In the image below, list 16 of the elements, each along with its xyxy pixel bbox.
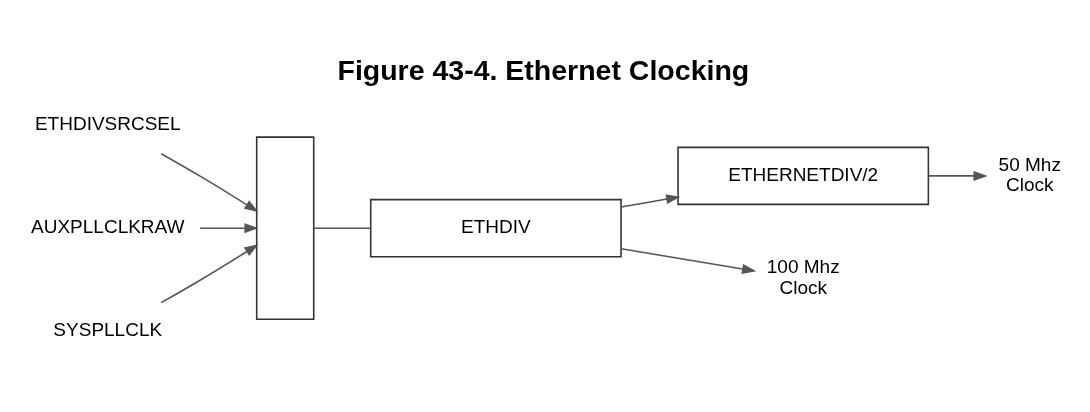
arrow	[928, 170, 988, 181]
node-box: ETHDIV	[369, 198, 622, 258]
node-text: ETHDIVSRCSEL	[34, 113, 181, 135]
arrow	[160, 152, 259, 213]
arrow	[199, 223, 259, 234]
node-text: SYSPLLCLK	[53, 319, 163, 341]
arrow	[160, 244, 259, 304]
node-text: AUXPLLCLKRAW	[31, 216, 185, 238]
node-text: 100 Mhz Clock	[766, 256, 840, 299]
arrow	[620, 194, 681, 208]
node-trapezoid	[255, 136, 315, 321]
node-box: ETHERNETDIV/2	[677, 146, 930, 206]
connector	[313, 227, 372, 229]
node-text: 50 Mhz Clock	[998, 153, 1061, 196]
diagram-title: Figure 43-4. Ethernet Clocking	[337, 53, 750, 86]
arrow	[620, 248, 757, 274]
